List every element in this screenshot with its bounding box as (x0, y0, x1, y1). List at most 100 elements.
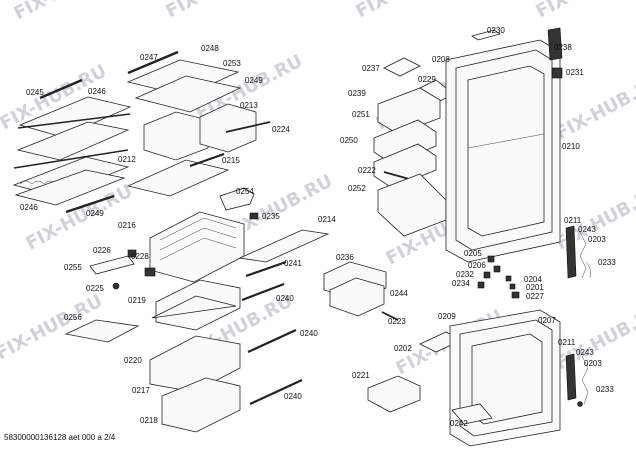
rail-0240c (249, 379, 303, 405)
drawer-0220 (149, 335, 241, 393)
shelf-trim-0245 (39, 78, 83, 100)
part-0231 (551, 67, 563, 79)
part-label: 0231 (566, 68, 584, 77)
strip-0214 (238, 229, 330, 263)
part-0206 (493, 265, 501, 273)
rack (151, 295, 237, 319)
shelf-trim (13, 149, 129, 169)
small-fittings (477, 255, 520, 299)
part-label: 0203 (588, 235, 606, 244)
basket-grid (159, 227, 237, 251)
part-0204 (505, 275, 512, 282)
freezer-basket (149, 211, 245, 283)
part-label: 0213 (240, 101, 258, 110)
part-label: 0204 (524, 275, 542, 284)
part-label: 0240 (284, 392, 302, 401)
part-label: 0203 (584, 359, 602, 368)
part-label: 0252 (348, 184, 366, 193)
part-label: 0233 (598, 258, 616, 267)
part-label: 0210 (562, 142, 580, 151)
part-label: 0253 (223, 59, 241, 68)
part-label: 0217 (132, 386, 150, 395)
door-shelf-0250 (373, 119, 437, 165)
handle-0211b (565, 353, 577, 401)
part-labels: 0245 0246 0212 0246 0249 0247 0248 0253 … (20, 26, 616, 428)
part-0227 (511, 291, 520, 299)
part-label: 0240 (300, 329, 318, 338)
glass-shelf (16, 121, 130, 161)
crisper-cover-0215 (126, 159, 230, 197)
spring-0203 (579, 231, 587, 279)
rail-0224 (225, 121, 271, 133)
part-label: 0237 (362, 64, 380, 73)
part-label: 0227 (526, 292, 544, 301)
part-label: 0202 (394, 344, 412, 353)
part-label: 0233 (596, 385, 614, 394)
part-label: 0235 (262, 212, 280, 221)
part-0230 (471, 29, 501, 41)
hinge-0238 (547, 27, 563, 61)
document-reference: 58300000136128 aet 000 a 2/4 (4, 433, 116, 442)
part-0226 (127, 249, 137, 258)
part-label: 0206 (468, 261, 486, 270)
tray-0244 (329, 277, 385, 317)
upper-glass-shelves (126, 50, 271, 220)
part-label: 0238 (554, 43, 572, 52)
watermark: FIX-HUB.RU (352, 0, 466, 22)
tray-0256 (64, 319, 140, 343)
part-label: 0255 (64, 263, 82, 272)
spring-0203b (581, 355, 589, 405)
part-0255 (89, 255, 135, 275)
drawer-0218 (161, 377, 241, 433)
egg-tray-0251 (377, 87, 441, 135)
part-0237 (383, 57, 421, 77)
part-label: 0224 (272, 125, 290, 134)
part-label: 0225 (86, 284, 104, 293)
part-label: 0230 (487, 26, 505, 35)
part-label: 0236 (336, 253, 354, 262)
part-label: 0250 (340, 136, 358, 145)
part-0233 (585, 261, 591, 279)
part-0228 (144, 267, 156, 277)
part-label: 0214 (318, 215, 336, 224)
freezer-door-0207 (449, 309, 589, 447)
part-label: 0251 (352, 110, 370, 119)
watermark: FIX-HUB.RU (162, 0, 276, 22)
part-0233b (577, 401, 583, 407)
part-label: 0211 (564, 216, 582, 225)
shelf-trim (17, 113, 131, 129)
rail-0241 (245, 260, 287, 278)
part-label: 0222 (358, 166, 376, 175)
drawer-stack (64, 260, 303, 433)
part-label: 0212 (118, 155, 136, 164)
part-label: 0221 (352, 371, 370, 380)
part-0205 (487, 255, 495, 263)
part-label: 0245 (26, 88, 44, 97)
part-label: 0256 (64, 313, 82, 322)
watermark: FIX-HUB.RU (552, 71, 636, 145)
part-label: 0201 (526, 283, 544, 292)
basket-grid (159, 237, 237, 261)
part-label: 0207 (538, 316, 556, 325)
door-shelf (373, 143, 437, 189)
part-label: 0242 (450, 419, 468, 428)
part-label: 0228 (131, 252, 149, 261)
part-label: 0220 (124, 356, 142, 365)
rail-0223 (381, 311, 399, 321)
part-label: 0223 (388, 317, 406, 326)
watermark: FIX-HUB.RU (10, 0, 124, 24)
door-shelf-stack (323, 57, 463, 413)
glass-shelf-stack (12, 78, 132, 214)
part-label: 0205 (464, 249, 482, 258)
part-label: 0218 (140, 416, 158, 425)
part-label: 0240 (276, 294, 294, 303)
watermark: FIX-HUB.RU (532, 0, 636, 22)
part-label: 0249 (245, 76, 263, 85)
freezer-basket-0216 (89, 211, 330, 290)
glass-shelf-0249 (134, 75, 242, 113)
door-divider (467, 133, 545, 149)
fridge-door-0208 (445, 27, 591, 279)
door-inner (467, 65, 545, 237)
